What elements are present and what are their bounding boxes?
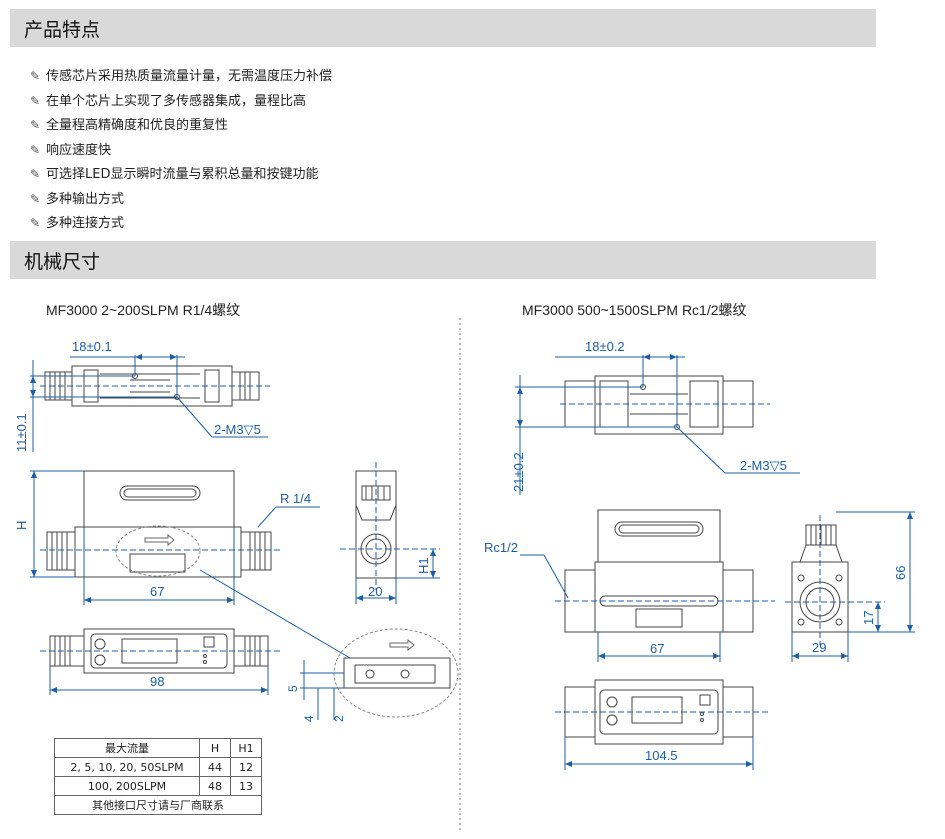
header-H: H [199,738,231,758]
table-header-row: 最大流量 H H1 [54,738,262,758]
right-dim-67: 67 [650,641,664,656]
table-cell: 12 [230,757,262,777]
header-max-flow: 最大流量 [54,738,200,758]
table-footer-note: 其他接口尺寸请与厂商联系 [54,795,262,815]
mechanical-section-header: 机械尺寸 [10,241,876,279]
table-row: 2, 5, 10, 20, 50SLPM 44 12 [54,757,262,777]
feature-item: ✎在单个芯片上实现了多传感器集成，量程比高 [30,89,332,114]
left-detail-dims [300,660,344,720]
right-dim-18: 18±0.2 [585,339,625,354]
feature-item: ✎传感芯片采用热质量流量计量，无需温度压力补偿 [30,64,332,89]
left-dim-H: H [14,521,29,530]
table-cell: 2, 5, 10, 20, 50SLPM [54,757,200,777]
feature-item: ✎响应速度快 [30,138,332,163]
left-dim-11: 11±0.1 [14,413,29,452]
right-top-dims [515,354,800,495]
right-top-view [564,375,754,435]
features-title: 产品特点 [24,19,101,41]
header-H1: H1 [230,738,262,758]
right-side-dims [785,511,915,662]
pencil-icon: ✎ [30,216,41,230]
left-dim-18: 18±0.1 [72,339,112,354]
pencil-icon: ✎ [30,167,41,181]
right-front-dims [520,554,775,662]
left-side-dims [340,462,440,604]
right-thread-label: Rc1/2 [484,540,518,555]
left-thread-label: R 1/4 [280,491,311,506]
right-dim-17: 17 [861,611,876,625]
spec-table: 最大流量 H H1 2, 5, 10, 20, 50SLPM 44 12 100… [54,738,262,815]
right-drawing-title: MF3000 500~1500SLPM Rc1/2螺纹 [522,302,747,318]
pencil-icon: ✎ [30,93,41,108]
right-dim-66: 66 [893,566,908,580]
features-section-header: 产品特点 [10,9,876,47]
left-bottom-dims [40,650,280,695]
left-detail-view [333,628,459,718]
right-dim-104: 104.5 [645,748,678,763]
feature-item: ✎全量程高精确度和优良的重复性 [30,113,332,138]
left-front-view [46,470,272,578]
feature-list: ✎传感芯片采用热质量流量计量，无需温度压力补偿 ✎在单个芯片上实现了多传感器集成… [30,64,332,236]
right-bottom-dims [555,711,770,770]
left-dim-98: 98 [150,674,164,689]
mechanical-title: 机械尺寸 [24,251,101,273]
pencil-icon: ✎ [30,69,41,83]
left-front-dims [30,470,351,659]
left-dim-H1: H1 [416,557,431,574]
table-footer-row: 其他接口尺寸请与厂商联系 [54,795,262,815]
table-cell: 48 [199,776,231,796]
right-dim-29: 29 [812,640,826,655]
feature-item: ✎多种输出方式 [30,187,332,212]
table-row: 100, 200SLPM 48 13 [54,776,262,796]
right-dim-21: 21±0.2 [511,452,526,492]
table-cell: 13 [230,776,262,796]
right-m3-label: 2-M3▽5 [740,458,787,473]
feature-item: ✎多种连接方式 [30,211,332,236]
left-dim-4: 4 [302,715,316,722]
left-dim-2: 2 [332,715,346,722]
left-dim-20: 20 [368,584,382,599]
left-dim-67: 67 [150,584,164,599]
left-drawing-title: MF3000 2~200SLPM R1/4螺纹 [46,302,240,318]
table-cell: 100, 200SLPM [54,776,200,796]
table-cell: 44 [199,757,231,777]
pencil-icon: ✎ [30,142,41,157]
pencil-icon: ✎ [30,191,41,206]
left-top-dims [30,354,270,452]
left-m3-label: 2-M3▽5 [214,422,261,437]
right-front-view [564,509,754,633]
left-dim-5: 5 [286,685,300,692]
pencil-icon: ✎ [30,118,41,132]
feature-item: ✎可选择LED显示瞬时流量与累积总量和按键功能 [30,162,332,187]
